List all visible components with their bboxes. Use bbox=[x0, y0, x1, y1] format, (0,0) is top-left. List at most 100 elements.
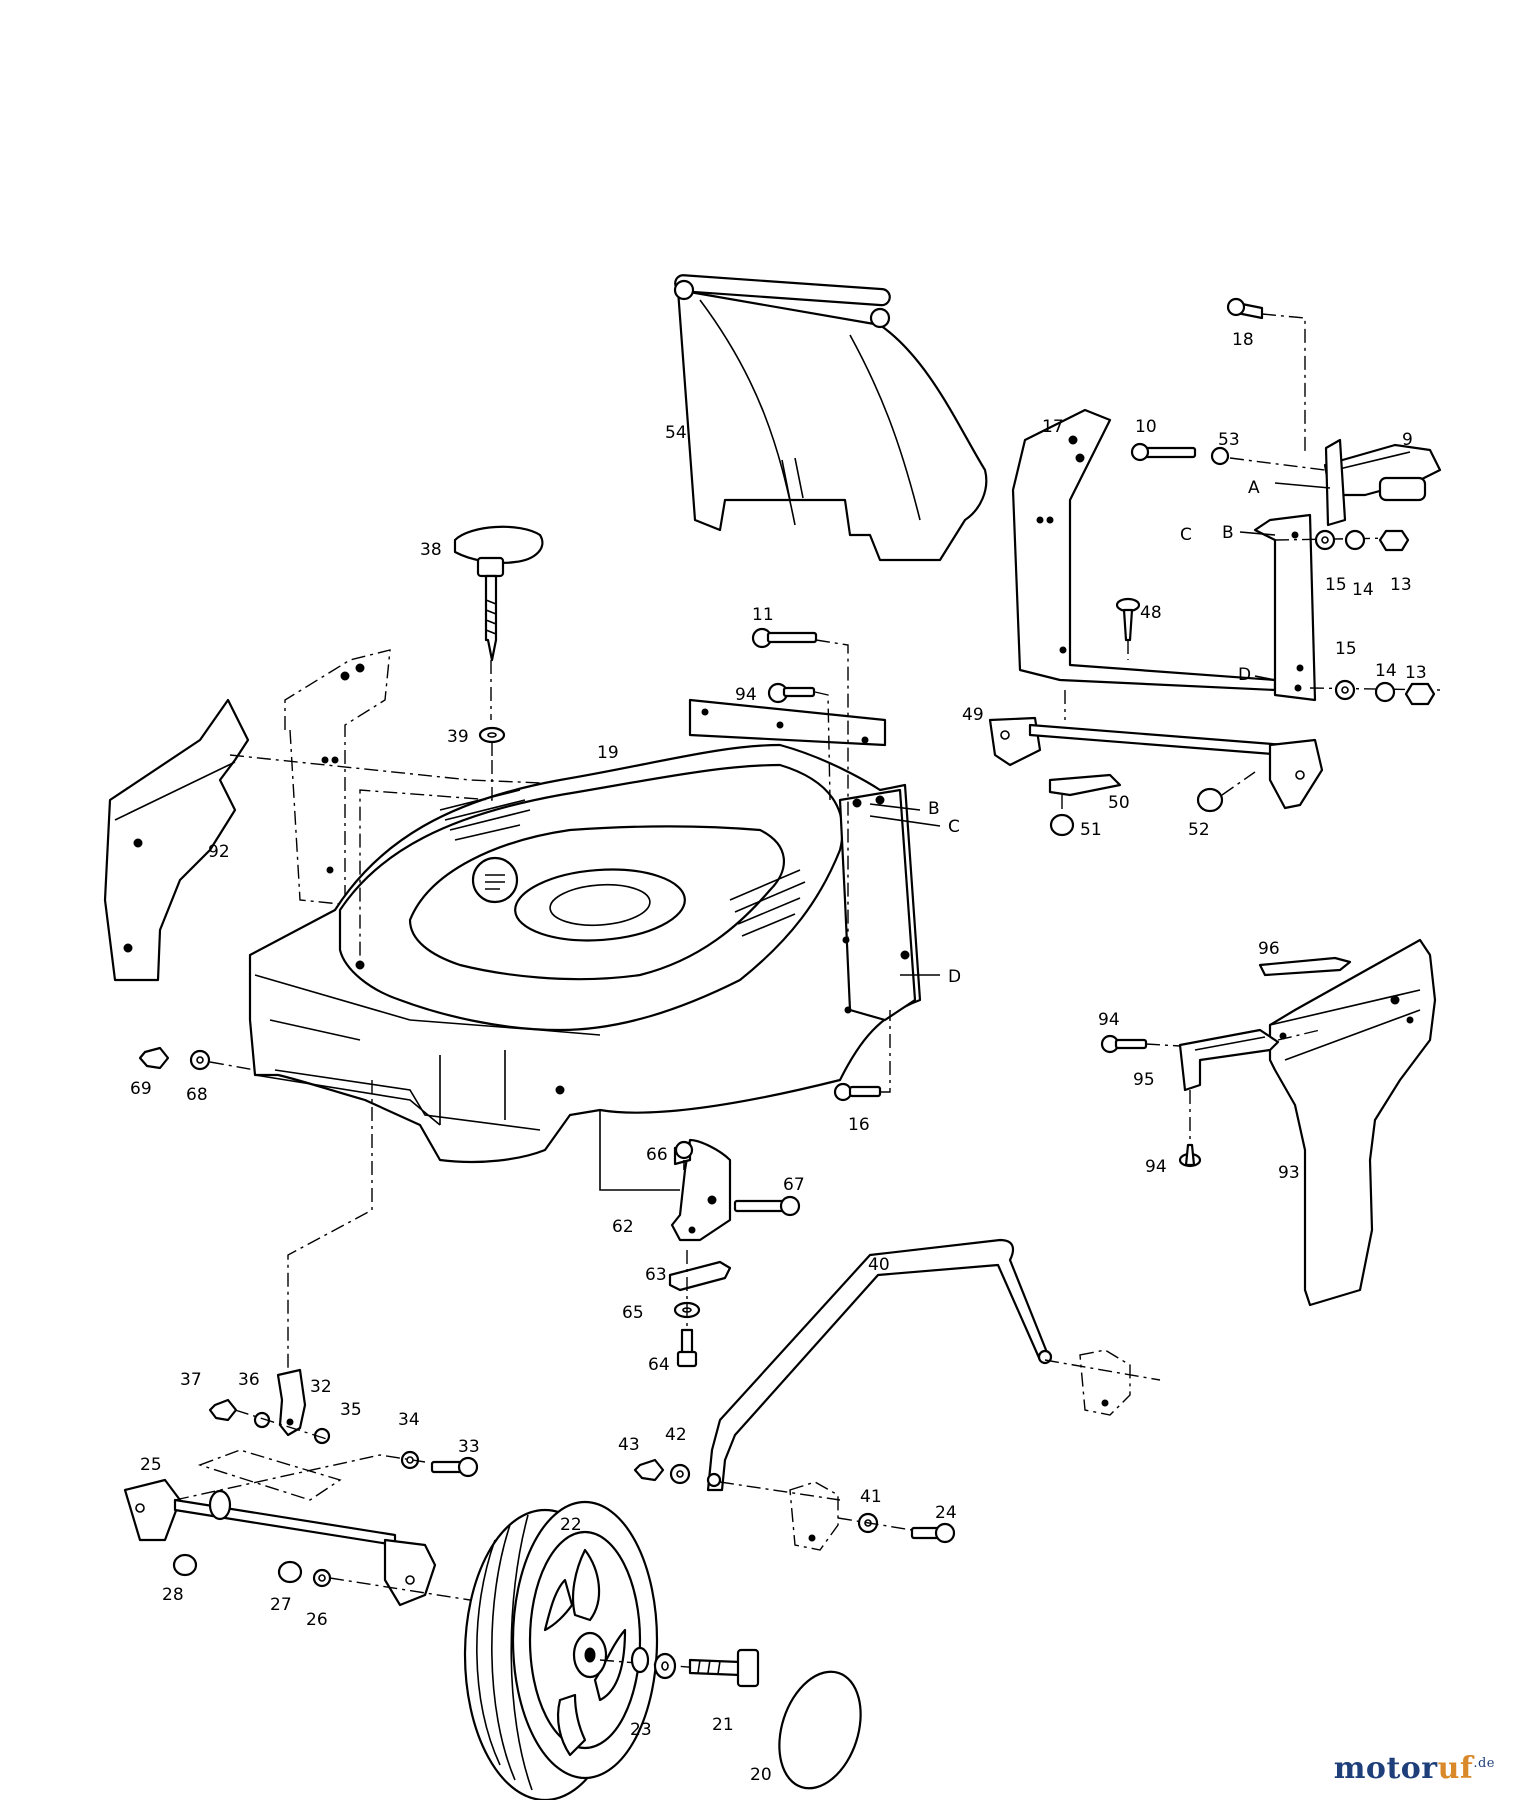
watermark-part-2: uf bbox=[1437, 1751, 1474, 1786]
leader-d-right bbox=[1254, 675, 1276, 681]
label-65: 65 bbox=[622, 1303, 644, 1323]
left-height-bracket bbox=[284, 649, 391, 906]
label-94b: 94 bbox=[1098, 1010, 1120, 1030]
label-13b: 13 bbox=[1405, 663, 1427, 683]
hinge-bracket-95 bbox=[1100, 956, 1352, 1168]
label-94a: 94 bbox=[735, 685, 757, 705]
rear-flap-right-93 bbox=[1268, 938, 1437, 1307]
label-25: 25 bbox=[140, 1455, 162, 1475]
grass-catcher-bag bbox=[673, 274, 988, 562]
label-9: 9 bbox=[1402, 430, 1413, 450]
label-16: 16 bbox=[848, 1115, 870, 1135]
bolt-10-nut-53 bbox=[1130, 442, 1326, 471]
bolt-94-middle bbox=[767, 682, 831, 801]
leader-b bbox=[869, 803, 921, 811]
label-11: 11 bbox=[752, 605, 774, 625]
label-67: 67 bbox=[783, 1175, 805, 1195]
rear-axle-assembly bbox=[123, 1368, 479, 1607]
label-51: 51 bbox=[1080, 820, 1102, 840]
label-15b: 15 bbox=[1335, 639, 1357, 659]
label-95: 95 bbox=[1133, 1070, 1155, 1090]
label-13a: 13 bbox=[1390, 575, 1412, 595]
connector-c-body: C bbox=[948, 817, 960, 837]
label-21: 21 bbox=[712, 1715, 734, 1735]
label-38: 38 bbox=[420, 540, 442, 560]
label-36: 36 bbox=[238, 1370, 260, 1390]
label-35: 35 bbox=[340, 1400, 362, 1420]
mower-deck-19 bbox=[248, 698, 922, 1164]
label-28: 28 bbox=[162, 1585, 184, 1605]
label-19: 19 bbox=[597, 743, 619, 763]
nut-43-washer-42 bbox=[633, 1458, 691, 1485]
label-69: 69 bbox=[130, 1079, 152, 1099]
label-14b: 14 bbox=[1375, 661, 1397, 681]
watermark-part-3: .de bbox=[1473, 1756, 1495, 1771]
label-48: 48 bbox=[1140, 603, 1162, 623]
label-53: 53 bbox=[1218, 430, 1240, 450]
label-23: 23 bbox=[630, 1720, 652, 1740]
connector-d-right: D bbox=[1238, 665, 1251, 685]
label-32: 32 bbox=[310, 1377, 332, 1397]
label-39: 39 bbox=[447, 727, 469, 747]
washer-41-bolt-24 bbox=[837, 1512, 956, 1544]
bolt-11 bbox=[751, 627, 849, 940]
clip-63-washer-65-bolt-64 bbox=[668, 1250, 732, 1368]
label-22: 22 bbox=[560, 1515, 582, 1535]
axis-line-front bbox=[287, 1080, 373, 1385]
site-watermark: motoruf.de bbox=[1334, 1751, 1495, 1786]
label-62: 62 bbox=[612, 1217, 634, 1237]
label-24: 24 bbox=[935, 1503, 957, 1523]
leader-a-right bbox=[1274, 482, 1331, 489]
label-34: 34 bbox=[398, 1410, 420, 1430]
clip-50-nuts-51-52 bbox=[1048, 771, 1256, 837]
label-37: 37 bbox=[180, 1370, 202, 1390]
label-93: 93 bbox=[1278, 1163, 1300, 1183]
height-adjust-axle-49 bbox=[988, 690, 1324, 810]
leader-c bbox=[869, 815, 941, 827]
bracket-62 bbox=[599, 1110, 801, 1242]
axis-line-92 bbox=[229, 754, 591, 786]
adjust-knob-38 bbox=[453, 525, 544, 760]
label-33: 33 bbox=[458, 1437, 480, 1457]
wheel-fasteners-23-21-20 bbox=[599, 1646, 862, 1790]
screw-48 bbox=[1115, 597, 1141, 660]
label-49: 49 bbox=[962, 705, 984, 725]
label-64: 64 bbox=[648, 1355, 670, 1375]
label-50: 50 bbox=[1108, 793, 1130, 813]
wheel-22 bbox=[463, 1500, 659, 1800]
leader-bc-right bbox=[1239, 531, 1276, 536]
label-41: 41 bbox=[860, 1487, 882, 1507]
watermark-part-1: motor bbox=[1333, 1751, 1438, 1786]
label-15a: 15 bbox=[1325, 575, 1347, 595]
label-94c: 94 bbox=[1145, 1157, 1167, 1177]
label-40: 40 bbox=[868, 1255, 890, 1275]
rear-flap-left-92 bbox=[103, 698, 250, 982]
connector-a-right: A bbox=[1248, 478, 1260, 498]
part-number-labels: 9 10 11 13 13 14 14 15 15 16 17 18 19 20… bbox=[130, 330, 1427, 1785]
fasteners-15-14-13-lower bbox=[1309, 679, 1441, 706]
label-26: 26 bbox=[306, 1610, 328, 1630]
connector-d-body: D bbox=[948, 967, 961, 987]
lower-handle-40 bbox=[706, 1238, 1161, 1551]
label-27: 27 bbox=[270, 1595, 292, 1615]
connector-b-right: B bbox=[1222, 523, 1234, 543]
label-52: 52 bbox=[1188, 820, 1210, 840]
label-96: 96 bbox=[1258, 939, 1280, 959]
label-54: 54 bbox=[665, 423, 687, 443]
label-10: 10 bbox=[1135, 417, 1157, 437]
label-18: 18 bbox=[1232, 330, 1254, 350]
label-92: 92 bbox=[208, 842, 230, 862]
label-43: 43 bbox=[618, 1435, 640, 1455]
label-42: 42 bbox=[665, 1425, 687, 1445]
bolt-18 bbox=[1226, 297, 1306, 452]
connector-c-right: C bbox=[1180, 525, 1192, 545]
fasteners-15-14-13-upper bbox=[1274, 529, 1410, 552]
label-66: 66 bbox=[646, 1145, 668, 1165]
label-63: 63 bbox=[645, 1265, 667, 1285]
label-68: 68 bbox=[186, 1085, 208, 1105]
label-17: 17 bbox=[1042, 417, 1064, 437]
label-20: 20 bbox=[750, 1765, 772, 1785]
nut-69-washer-68 bbox=[138, 1046, 256, 1071]
